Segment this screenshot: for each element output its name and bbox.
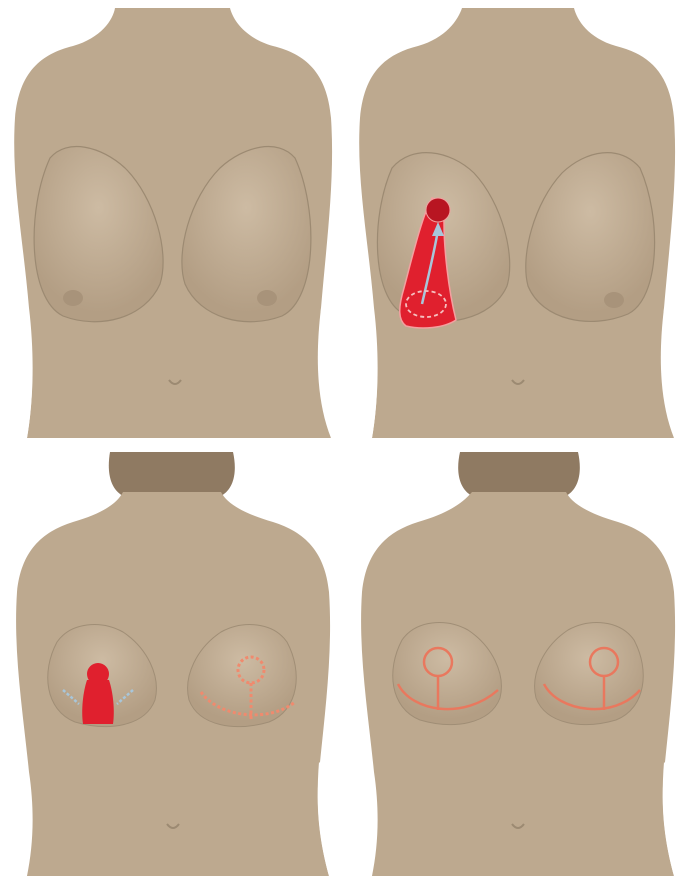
panel-final-scars xyxy=(352,452,682,876)
panel-incision-design xyxy=(352,8,682,438)
left-arm-gap xyxy=(5,762,32,876)
left-arm-gap xyxy=(352,762,377,876)
hair xyxy=(458,452,580,496)
panel-tissue-resection xyxy=(5,452,339,876)
resection-keyhole xyxy=(82,680,114,724)
right-nipple xyxy=(257,290,277,306)
left-arm-gap xyxy=(352,308,377,438)
new-nipple-position xyxy=(426,198,450,222)
left-nipple xyxy=(63,290,83,306)
panel-before xyxy=(5,8,339,438)
new-nipple-position xyxy=(87,663,109,685)
torso-illustration-resection xyxy=(5,452,339,876)
torso-illustration-final xyxy=(352,452,682,876)
torso-illustration-before xyxy=(5,8,339,438)
torso-illustration-incision xyxy=(352,8,682,438)
hair xyxy=(109,452,235,496)
right-nipple xyxy=(604,292,624,308)
left-arm-gap xyxy=(5,308,32,438)
